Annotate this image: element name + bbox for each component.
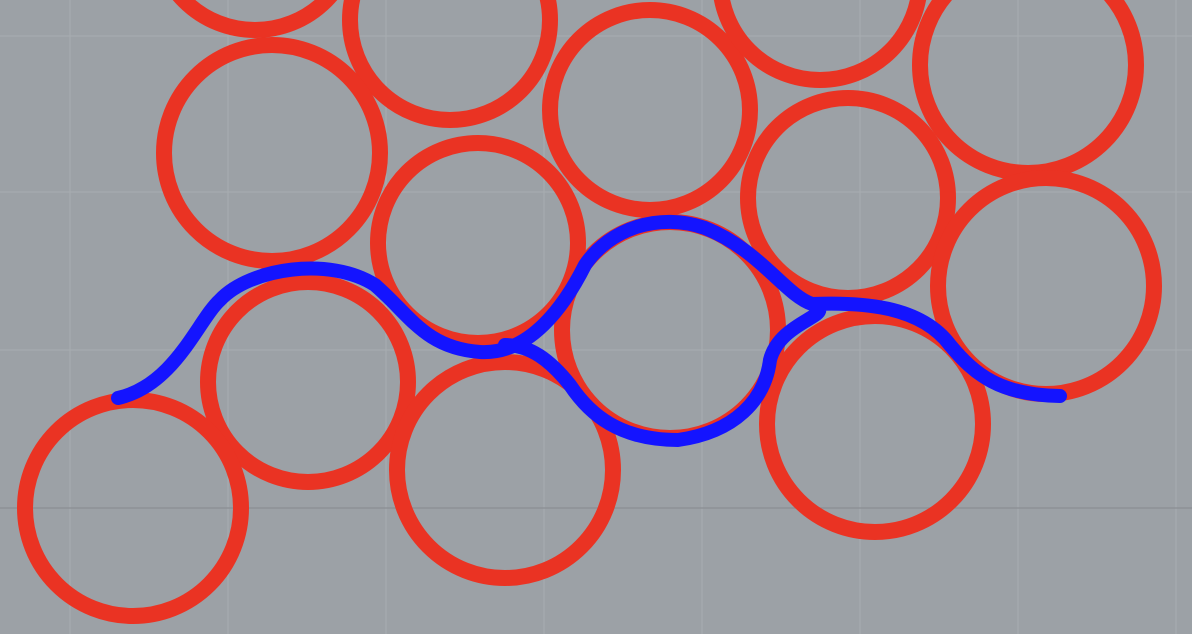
circle-12[interactable] xyxy=(389,354,621,586)
circle-06[interactable] xyxy=(156,37,388,269)
selected-curve[interactable] xyxy=(111,214,1067,447)
circle-04[interactable] xyxy=(713,0,927,88)
circle-02[interactable] xyxy=(342,0,558,128)
circle-01[interactable] xyxy=(155,0,355,38)
circle-10[interactable] xyxy=(200,274,416,490)
circle-03[interactable] xyxy=(542,2,758,218)
circle-13[interactable] xyxy=(759,308,991,540)
circle-07[interactable] xyxy=(370,135,586,351)
